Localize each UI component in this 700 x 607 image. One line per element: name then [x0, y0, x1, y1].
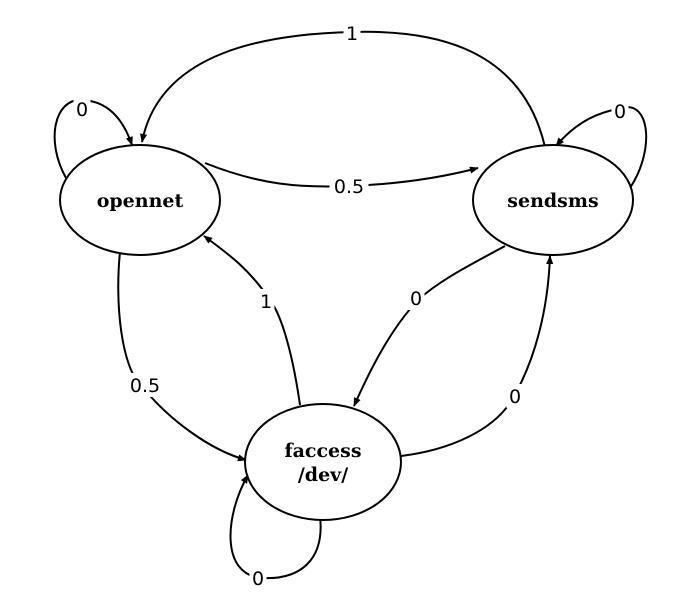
edge-label-faccess-to-opennet: 1: [260, 291, 272, 313]
edge-label-sendsms-to-sendsms: 0: [614, 101, 626, 123]
node-faccess: [244, 403, 402, 521]
edge-label-faccess-to-faccess: 0: [252, 568, 264, 590]
edge-label-sendsms-to-opennet: 1: [346, 23, 358, 45]
node-sendsms: [472, 144, 634, 256]
edge-faccess-to-opennet: [203, 235, 301, 406]
node-opennet: [59, 144, 221, 256]
edge-label-background: [125, 373, 165, 397]
edge-sendsms-to-faccess: [353, 245, 506, 407]
edge-label-background: [611, 99, 629, 123]
edge-label-faccess-to-sendsms: 0: [509, 386, 521, 408]
edge-label-background: [343, 21, 361, 45]
edge-label-background: [407, 286, 425, 310]
edge-label-background: [329, 174, 369, 198]
node-label-faccess: faccess: [284, 440, 361, 462]
edge-label-background: [506, 384, 524, 408]
edge-label-opennet-to-faccess: 0.5: [130, 375, 160, 397]
node-label-sendsms: sendsms: [507, 190, 598, 212]
edge-label-background: [73, 97, 91, 121]
edge-sendsms-to-opennet: [140, 30, 546, 148]
edge-label-background: [257, 289, 275, 313]
edge-label-background: [249, 566, 267, 590]
node-label-opennet: opennet: [97, 190, 184, 212]
edge-label-opennet-to-opennet: 0: [76, 99, 88, 121]
edge-label-opennet-to-sendsms: 0.5: [334, 176, 364, 198]
edge-opennet-to-faccess: [117, 251, 247, 462]
edge-label-sendsms-to-faccess: 0: [410, 288, 422, 310]
node-label-faccess: /dev/: [298, 464, 348, 486]
